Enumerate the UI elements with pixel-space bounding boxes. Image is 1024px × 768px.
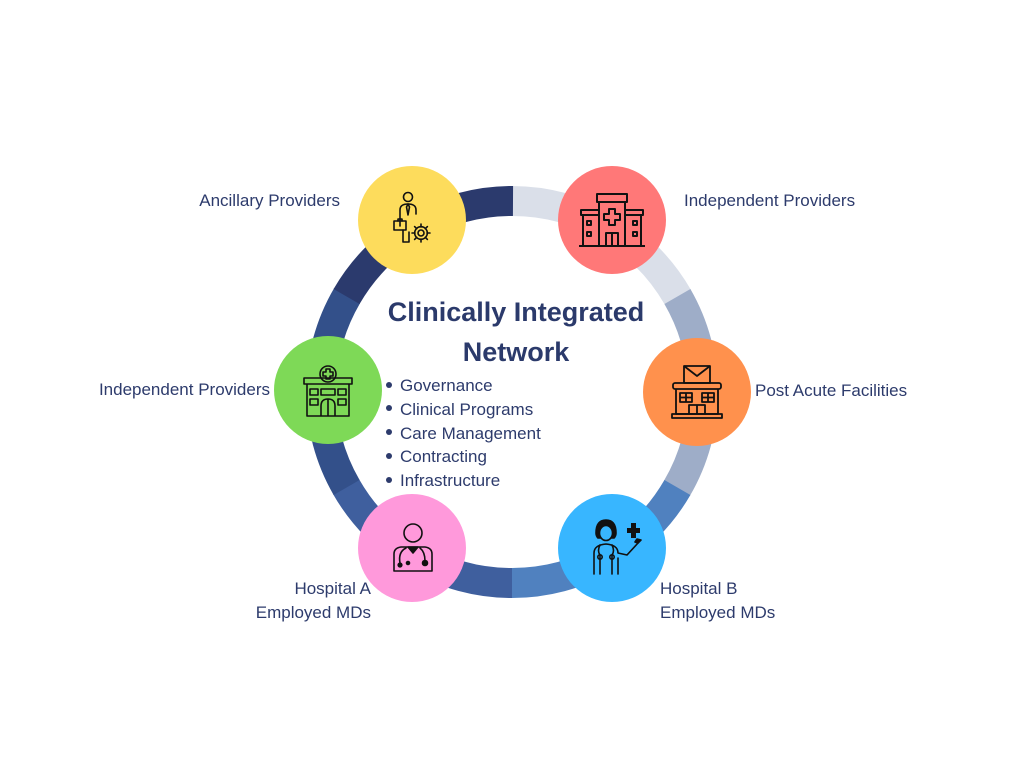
list-item-text: Contracting bbox=[400, 447, 487, 467]
label-hospital-a-line2: Employed MDs bbox=[255, 603, 371, 622]
node-ancillary-providers[interactable] bbox=[358, 166, 466, 274]
bullet-icon bbox=[386, 429, 392, 436]
node-independent-providers-left[interactable] bbox=[274, 336, 382, 444]
list-item-text: Care Management bbox=[400, 423, 541, 443]
list-item: Clinical Programs bbox=[386, 398, 541, 422]
node-circle bbox=[274, 336, 382, 444]
label-ancillary-providers: Ancillary Providers bbox=[199, 191, 340, 210]
title-line-1: Clinically Integrated bbox=[387, 297, 645, 327]
node-independent-providers-top[interactable] bbox=[558, 166, 666, 274]
bullet-icon bbox=[386, 452, 392, 459]
label-independent-providers-left: Independent Providers bbox=[98, 380, 270, 399]
node-hospital-b-employed-mds[interactable] bbox=[558, 494, 666, 602]
label-independent-providers-top: Independent Providers bbox=[684, 191, 856, 210]
list-item: Governance bbox=[386, 374, 541, 398]
label-hospital-b-line2: Employed MDs bbox=[660, 603, 776, 622]
list-item: Contracting bbox=[386, 445, 541, 469]
label-hospital-b: Hospital B Employed MDs bbox=[660, 577, 775, 625]
facility-envelope-icon bbox=[671, 365, 723, 419]
focus-areas-list: Governance Clinical Programs Care Manage… bbox=[386, 374, 541, 493]
node-post-acute-facilities[interactable] bbox=[643, 338, 751, 446]
node-circle bbox=[558, 494, 666, 602]
node-circle bbox=[358, 166, 466, 274]
label-hospital-b-line1: Hospital B bbox=[660, 579, 738, 598]
node-circle bbox=[558, 166, 666, 274]
clinic-building-icon bbox=[303, 365, 353, 417]
bullet-icon bbox=[386, 476, 392, 483]
hospital-building-icon bbox=[579, 193, 645, 247]
bullet-icon bbox=[386, 405, 392, 412]
label-post-acute-facilities: Post Acute Facilities bbox=[755, 381, 908, 400]
node-circle bbox=[643, 338, 751, 446]
female-doctor-icon bbox=[593, 519, 642, 575]
list-item-text: Infrastructure bbox=[400, 471, 501, 491]
male-doctor-icon bbox=[393, 523, 433, 572]
list-item: Care Management bbox=[386, 422, 541, 446]
list-item-text: Clinical Programs bbox=[400, 399, 534, 419]
list-item-text: Governance bbox=[400, 376, 493, 395]
title-line-2: Network bbox=[462, 337, 570, 367]
node-hospital-a-employed-mds[interactable] bbox=[358, 494, 466, 602]
label-hospital-a-line1: Hospital A bbox=[294, 579, 371, 598]
businessman-gear-icon bbox=[393, 191, 431, 243]
label-hospital-a: Hospital A Employed MDs bbox=[171, 577, 371, 625]
list-item: Infrastructure bbox=[386, 469, 541, 493]
bullet-icon bbox=[386, 381, 392, 388]
diagram-title: Clinically Integrated Network bbox=[362, 292, 670, 372]
